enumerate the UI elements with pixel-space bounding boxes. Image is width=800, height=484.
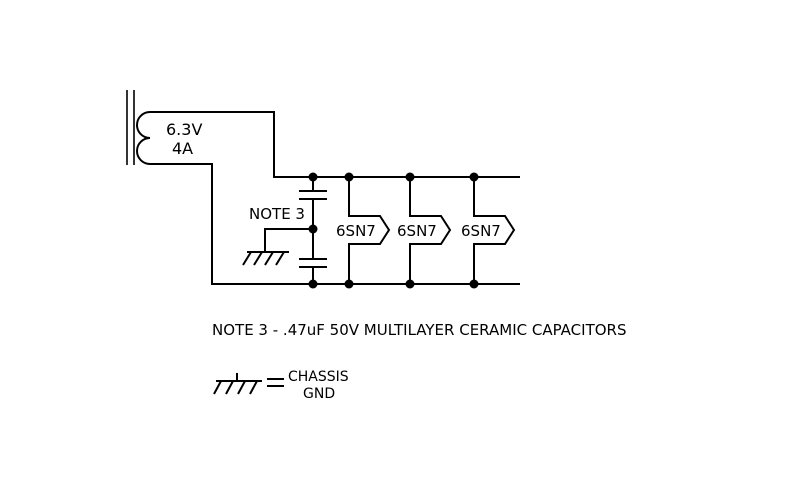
legend-ground-tick-4 xyxy=(249,380,258,395)
top-bus xyxy=(150,111,520,178)
tube-2-shape xyxy=(409,177,452,284)
legend-gnd-label: GND xyxy=(303,386,335,402)
tube-2-label: 6SN7 xyxy=(397,222,437,240)
junction-dot xyxy=(344,279,354,289)
junction-dot xyxy=(405,172,415,182)
tube-1-shape xyxy=(348,177,391,284)
tube-heater-1: 6SN7 xyxy=(336,177,391,284)
junction-dot xyxy=(469,279,479,289)
bypass-capacitors: NOTE 3 xyxy=(249,177,327,284)
chassis-ground xyxy=(242,228,313,266)
capacitor-note-label: NOTE 3 xyxy=(249,205,305,223)
tube-1-label: 6SN7 xyxy=(336,222,376,240)
junction-dot xyxy=(405,279,415,289)
junction-dot xyxy=(308,279,318,289)
tube-heater-3: 6SN7 xyxy=(461,177,516,284)
junction-dot xyxy=(308,172,318,182)
junction-dot xyxy=(344,172,354,182)
top-bus-wire xyxy=(150,111,520,178)
junction-dot xyxy=(308,224,318,234)
junctions xyxy=(308,172,479,289)
bottom-bus-wire xyxy=(150,163,520,285)
legend-ground-tick-1 xyxy=(213,380,222,395)
tube-3-label: 6SN7 xyxy=(461,222,501,240)
ground-tick-1 xyxy=(242,251,252,266)
tube-3-shape xyxy=(473,177,516,284)
legend-ground-tick-3 xyxy=(237,380,246,395)
ground-tick-2 xyxy=(253,251,263,266)
ground-tick-4 xyxy=(275,251,285,266)
transformer-current-label: 4A xyxy=(172,139,193,158)
junction-dot xyxy=(469,172,479,182)
transformer-winding xyxy=(136,111,151,165)
bottom-bus xyxy=(150,163,520,285)
tube-heater-2: 6SN7 xyxy=(397,177,452,284)
capacitor-note-text: NOTE 3 - .47uF 50V MULTILAYER CERAMIC CA… xyxy=(212,321,627,339)
legend: CHASSIS GND xyxy=(213,369,349,402)
transformer: 6.3V 4A xyxy=(126,90,202,165)
legend-ground-tick-2 xyxy=(225,380,234,395)
ground-wire xyxy=(264,228,313,252)
legend-chassis-label: CHASSIS xyxy=(288,369,349,385)
ground-tick-3 xyxy=(264,251,274,266)
transformer-voltage-label: 6.3V xyxy=(166,120,202,139)
